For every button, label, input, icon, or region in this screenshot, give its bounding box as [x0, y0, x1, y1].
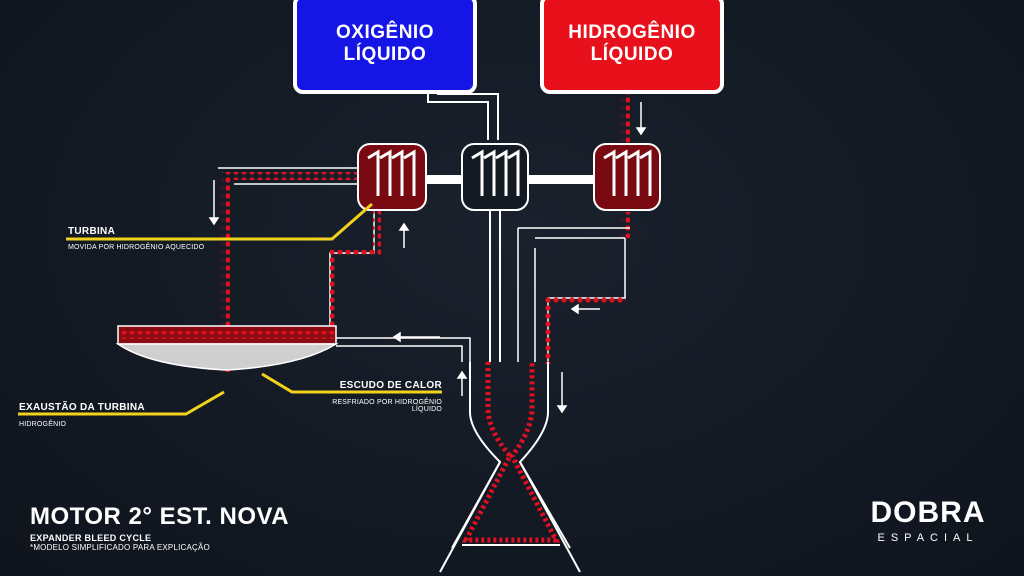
turbine-exhaust-title: EXAUSTÃO DA TURBINA [19, 402, 145, 413]
page-note: *MODELO SIMPLIFICADO PARA EXPLICAÇÃO [30, 543, 210, 552]
logo-brand: DOBRA [870, 496, 986, 529]
leader-lines [18, 202, 442, 416]
oxygen-tank: OXIGÊNIO LÍQUIDO [293, 0, 477, 94]
page-title: MOTOR 2° EST. NOVA [30, 503, 290, 530]
heat-shield-title: ESCUDO DE CALOR [339, 380, 442, 391]
logo: DOBRA ESPACIAL [862, 496, 994, 544]
turbine-label: TURBINA MOVIDA POR HIDROGÊNIO AQUECIDO [68, 226, 204, 251]
turbine-subtitle: MOVIDA POR HIDROGÊNIO AQUECIDO [68, 244, 205, 251]
logo-tagline: ESPACIAL [877, 532, 979, 544]
turbine-left [357, 143, 427, 211]
oxygen-lines [427, 86, 501, 362]
heat-shield-label: ESCUDO DE CALOR RESFRIADO POR HIDROGÊNIO… [300, 380, 442, 413]
hydrogen-tank: HIDROGÊNIO LÍQUIDO [540, 0, 724, 94]
pump-oxygen [461, 143, 529, 211]
turbine-title: TURBINA [68, 226, 116, 237]
hydrogen-lines [517, 86, 630, 364]
turbine-exhaust-label: EXAUSTÃO DA TURBINA HIDROGÊNIO [19, 402, 145, 428]
footer-title-block: MOTOR 2° EST. NOVA EXPANDER BLEED CYCLE … [30, 503, 289, 552]
heat-shield-subtitle: RESFRIADO POR HIDROGÊNIO LÍQUIDO [332, 399, 442, 413]
heat-shield [115, 325, 471, 371]
turbine-loop [218, 167, 381, 372]
pump-hydrogen [593, 143, 661, 211]
page-subtitle: EXPANDER BLEED CYCLE [30, 533, 152, 543]
flow-arrows [208, 102, 647, 414]
turbine-exhaust-subtitle: HIDROGÊNIO [19, 421, 67, 428]
nozzle [439, 362, 581, 573]
